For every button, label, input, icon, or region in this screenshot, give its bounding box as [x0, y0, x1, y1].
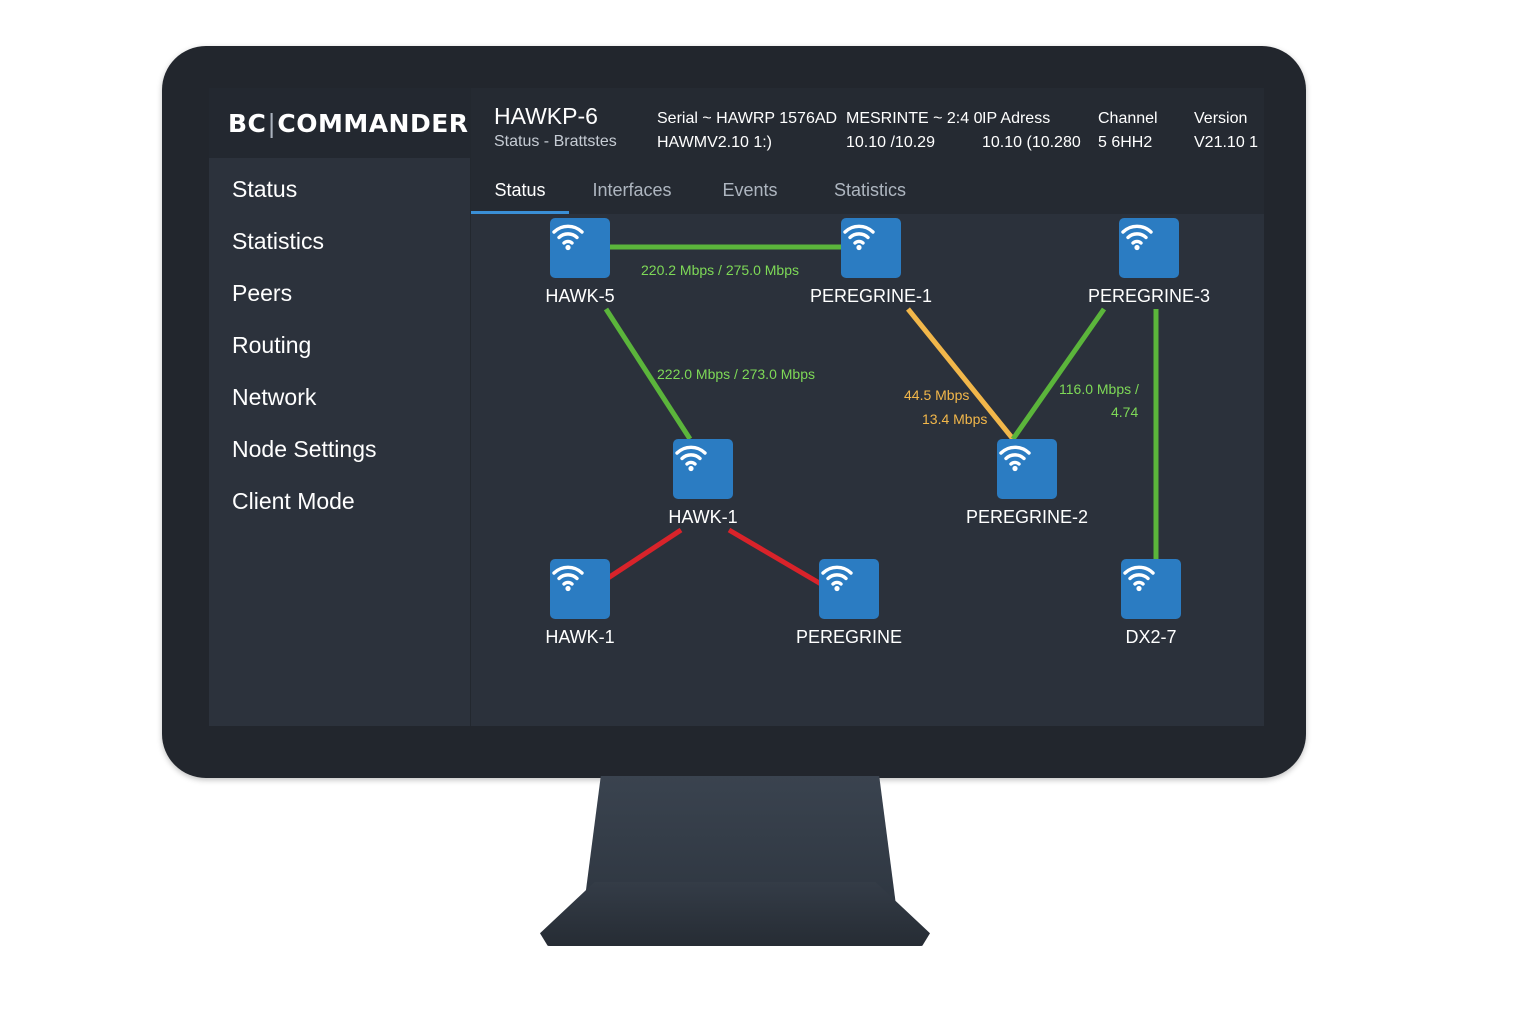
brand-separator: | — [267, 108, 277, 138]
node-label: PEREGRINE-1 — [809, 286, 933, 306]
node-label: DX2-7 — [1125, 627, 1177, 647]
device-name: HAWKP-6 — [494, 103, 598, 129]
node-peregrine2[interactable] — [997, 439, 1057, 499]
mesh-line-2: 10.10 /10.29 — [846, 134, 935, 151]
tab-events[interactable]: Events — [722, 180, 778, 200]
app-window: BC|COMMANDER Status Statistics Peers Rou… — [209, 88, 1264, 726]
node-label: PEREGRINE-2 — [965, 507, 1089, 527]
mesh-line-1: MESRINTE ~ 2:4 0 — [846, 110, 983, 127]
channel-value: 5 6HH2 — [1098, 134, 1153, 151]
ip-label: IP Adress — [982, 110, 1051, 127]
ip-value: 10.10 (10.280 — [982, 134, 1081, 151]
version-value: V21.10 1 — [1194, 134, 1259, 151]
node-label: HAWK-1 — [545, 627, 615, 647]
mesh-info: MESRINTE ~ 2:4 0 10.10 /10.29 — [846, 107, 983, 155]
ip-info: IP Adress 10.10 (10.280 — [982, 107, 1081, 155]
node-hawk5[interactable] — [550, 218, 610, 278]
sidebar-item-client-mode[interactable]: Client Mode — [232, 488, 355, 514]
node-label: PEREGRINE — [795, 627, 903, 647]
node-hawk1_bottom[interactable] — [550, 559, 610, 619]
brand-left: BC — [228, 108, 267, 138]
link-throughput-label: 222.0 Mbps / 273.0 Mbps — [657, 366, 815, 382]
sidebar-nav: Status Statistics Peers Routing Network … — [209, 163, 470, 527]
node-label: PEREGRINE-3 — [1087, 286, 1211, 306]
app-logo: BC|COMMANDER — [209, 88, 470, 158]
version-info: Version V21.10 1 — [1194, 107, 1258, 155]
link-throughput-label: 4.74 — [1111, 404, 1139, 420]
link-throughput-label: 220.2 Mbps / 275.0 Mbps — [641, 262, 799, 278]
sidebar-item-routing[interactable]: Routing — [232, 332, 312, 358]
sidebar-item-node-settings[interactable]: Node Settings — [232, 436, 377, 462]
link-hawk1_center-peregrine — [727, 527, 823, 587]
topology-links — [603, 244, 1159, 587]
tab-bar: Status Interfaces Events Statistics — [471, 166, 1264, 214]
node-peregrine[interactable] — [819, 559, 879, 619]
node-hawk1_center[interactable] — [673, 439, 733, 499]
node-peregrine1[interactable] — [841, 218, 901, 278]
monitor-stand-base — [540, 882, 930, 946]
tab-interfaces[interactable]: Interfaces — [592, 180, 672, 200]
serial-line-2: HAWMV2.10 1:) — [657, 134, 772, 151]
node-label: HAWK-1 — [668, 507, 738, 527]
link-throughput-label: 116.0 Mbps / — [1059, 381, 1139, 397]
channel-info: Channel 5 6HH2 — [1098, 107, 1158, 155]
sidebar-item-statistics[interactable]: Statistics — [232, 228, 325, 254]
sidebar-item-status[interactable]: Status — [232, 176, 298, 202]
link-hawk5-hawk1_center — [603, 307, 693, 441]
node-label: HAWK-5 — [545, 286, 615, 306]
link-peregrine1-peregrine2 — [906, 307, 1015, 441]
node-peregrine3[interactable] — [1119, 218, 1179, 278]
link-throughput-label: 44.5 Mbps — [904, 387, 970, 403]
serial-line-1: Serial ~ HAWRP 1576AD — [657, 110, 838, 127]
sidebar-item-network[interactable]: Network — [232, 384, 317, 410]
tab-statistics[interactable]: Statistics — [833, 180, 907, 200]
link-throughput-label: 13.4 Mbps — [922, 411, 988, 427]
sidebar-item-peers[interactable]: Peers — [232, 280, 293, 306]
link-peregrine3-peregrine2 — [1010, 307, 1107, 441]
device-header: HAWKP-6 Status - Brattstes Serial ~ HAWR… — [471, 88, 1264, 166]
version-label: Version — [1194, 110, 1248, 127]
serial-info: Serial ~ HAWRP 1576AD HAWMV2.10 1:) — [657, 107, 837, 155]
link-hawk1_center-hawk1_bottom — [606, 527, 683, 581]
network-topology: 220.2 Mbps / 275.0 Mbps 222.0 Mbps / 273.… — [471, 214, 1264, 726]
node-dx27[interactable] — [1121, 559, 1181, 619]
brand-right: COMMANDER — [277, 108, 469, 138]
tab-status[interactable]: Status — [471, 166, 569, 214]
device-status: Status - Brattstes — [494, 133, 617, 150]
sidebar: BC|COMMANDER Status Statistics Peers Rou… — [209, 88, 471, 726]
channel-label: Channel — [1098, 110, 1158, 127]
